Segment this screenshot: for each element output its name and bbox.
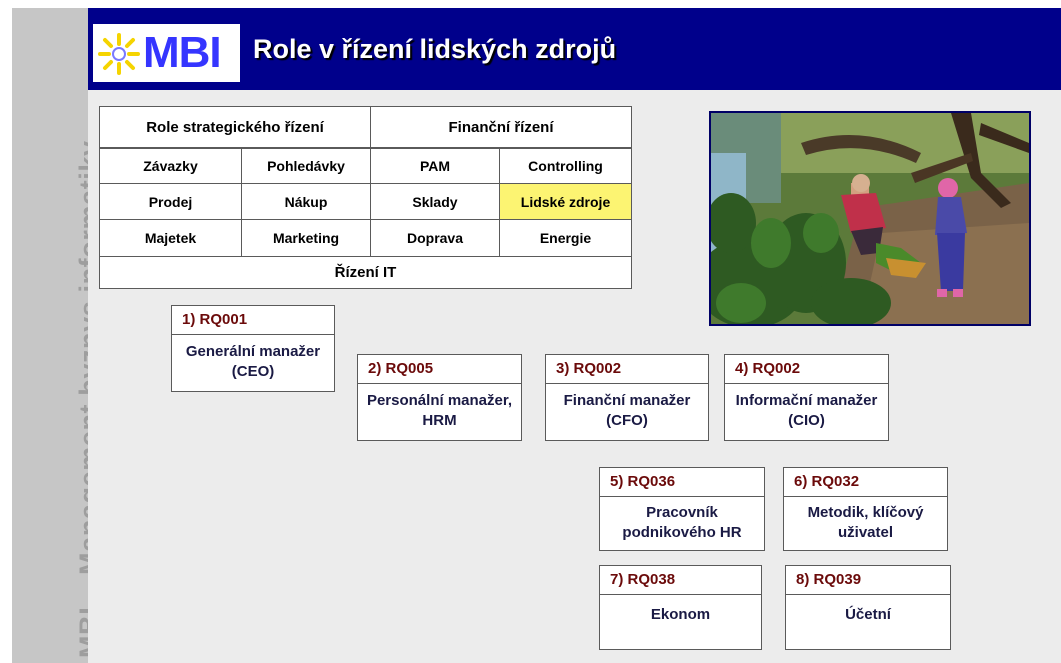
left-border [0, 0, 12, 663]
role-box-1: 1) RQ001 Generální manažer (CEO) [171, 305, 335, 392]
garden-photo-image [711, 113, 1029, 324]
role-name: Finanční manažer (CFO) [563, 392, 691, 429]
grid-cell-sklady: Sklady [370, 183, 500, 220]
sidebar: MBI – Management byznys informatiky [12, 8, 88, 663]
role-code: 4) RQ002 [725, 355, 888, 384]
sun-icon [98, 33, 140, 75]
role-code: 8) RQ039 [786, 566, 950, 595]
grid-cell-zavazky: Závazky [99, 148, 242, 184]
role-name: Pracovník podnikového HR [622, 503, 742, 541]
logo-text: MBI [143, 28, 222, 77]
grid-cell-rizeni-it: Řízení IT [99, 256, 632, 289]
page-title: Role v řízení lidských zdrojů [253, 34, 617, 64]
grid-cell-controlling: Controlling [499, 148, 632, 184]
grid-cell-energie: Energie [499, 219, 632, 257]
grid-cell-prodej: Prodej [99, 183, 242, 220]
grid-cell-lidske-zdroje: Lidské zdroje [499, 183, 632, 220]
role-name: Informační manažer (CIO) [735, 392, 878, 429]
role-box-2: 2) RQ005 Personální manažer, HRM [357, 354, 522, 441]
grid-cell-pam: PAM [370, 148, 500, 184]
role-name: Metodik, klíčový uživatel [807, 503, 924, 541]
grid-cell-pohledavky: Pohledávky [241, 148, 371, 184]
grid-cell-strategic: Role strategického řízení [99, 106, 371, 148]
header-bar [88, 8, 1061, 90]
role-code: 1) RQ001 [172, 306, 334, 335]
role-box-4: 4) RQ002 Informační manažer (CIO) [724, 354, 889, 441]
role-code: 3) RQ002 [546, 355, 708, 384]
role-code: 5) RQ036 [600, 468, 764, 497]
role-box-3: 3) RQ002 Finanční manažer (CFO) [545, 354, 709, 441]
role-code: 6) RQ032 [784, 468, 947, 497]
role-name: Generální manažer (CEO) [185, 343, 321, 380]
sidebar-text: MBI – Management byznys informatiky [74, 140, 88, 658]
grid-cell-doprava: Doprava [370, 219, 500, 257]
grid-cell-marketing: Marketing [241, 219, 371, 257]
grid-cell-majetek: Majetek [99, 219, 242, 257]
grid-cell-nakup: Nákup [241, 183, 371, 220]
role-code: 2) RQ005 [358, 355, 521, 384]
role-box-6: 6) RQ032 Metodik, klíčový uživatel [783, 467, 948, 551]
logo: MBI [93, 24, 240, 82]
role-box-7: 7) RQ038 Ekonom [599, 565, 762, 650]
role-box-8: 8) RQ039 Účetní [785, 565, 951, 650]
top-border [0, 0, 1061, 8]
role-name: Ekonom [650, 606, 711, 623]
role-box-5: 5) RQ036 Pracovník podnikového HR [599, 467, 765, 551]
grid-cell-finance: Finanční řízení [370, 106, 632, 148]
role-code: 7) RQ038 [600, 566, 761, 595]
role-name: Personální manažer, HRM [366, 392, 513, 429]
garden-photo [709, 111, 1031, 326]
role-name: Účetní [845, 606, 891, 623]
